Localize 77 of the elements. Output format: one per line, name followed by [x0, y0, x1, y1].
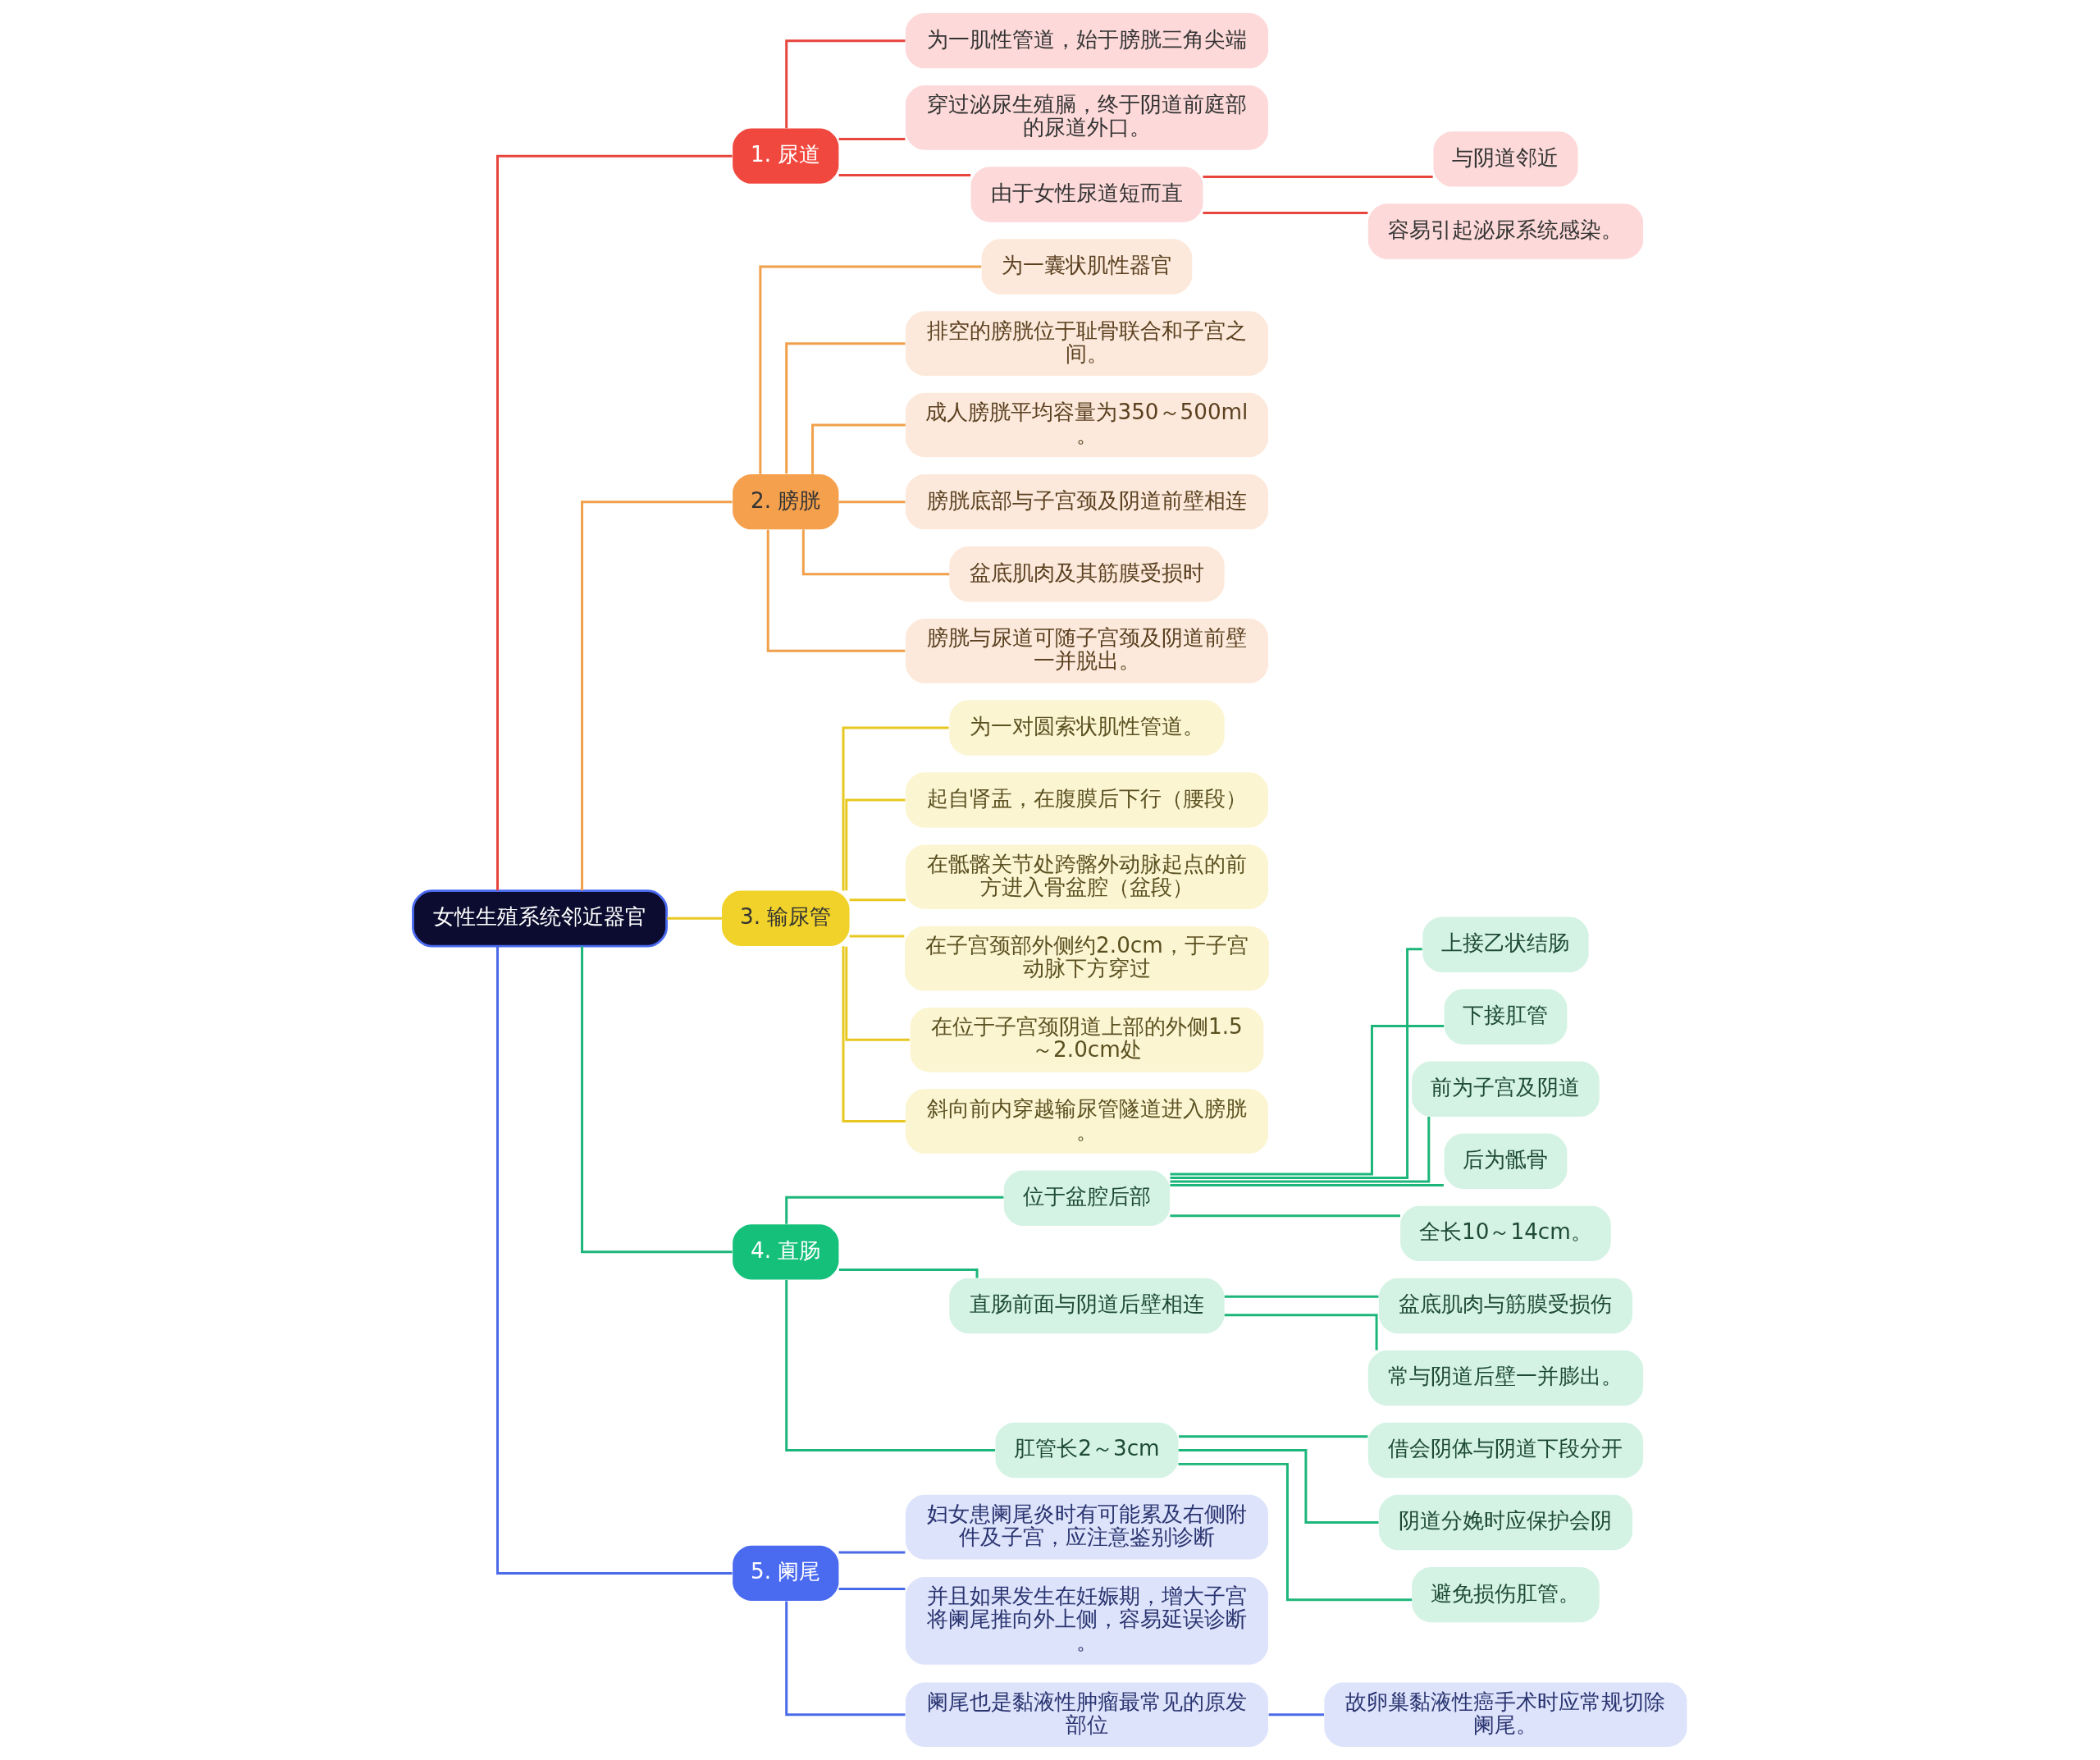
node-box: 斜向前内穿越输尿管隧道进入膀胱。 [905, 1089, 1268, 1154]
node-box: 在骶髂关节处跨髂外动脉起点的前方进入骨盆腔（盆段） [905, 844, 1268, 910]
connector [845, 946, 910, 1041]
node-box: 2. 膀胱 [733, 473, 839, 530]
node-box: 膀胱底部与子宫颈及阴道前壁相连 [905, 473, 1268, 530]
node-box: 并且如果发生在妊娠期，增大子宫将阑尾推向外上侧，容易延误诊断。 [905, 1577, 1268, 1665]
connector [785, 1279, 996, 1451]
node-box: 妇女患阑尾炎时有可能累及右侧附件及子宫，应注意鉴别诊断 [905, 1494, 1268, 1560]
node-box: 后为骶骨 [1444, 1133, 1568, 1190]
connector [838, 1551, 906, 1554]
node-box: 4. 直肠 [733, 1224, 839, 1280]
node-box: 常与阴道后壁一并膨出。 [1367, 1350, 1644, 1406]
connector [1170, 1214, 1400, 1218]
connector [785, 39, 906, 129]
connector [838, 174, 971, 177]
connector [842, 726, 949, 891]
connector [496, 946, 733, 1575]
connector [667, 917, 722, 920]
connector [1224, 1314, 1378, 1351]
node-box: 盆底肌肉及其筋膜受损时 [949, 546, 1225, 602]
connector [496, 154, 733, 891]
node-box: 在子宫颈部外侧约2.0cm，于子宫动脉下方穿过 [904, 926, 1269, 991]
node-box: 前为子宫及阴道 [1412, 1061, 1600, 1117]
node-box: 为一囊状肌性器官 [981, 239, 1193, 295]
node-box: 上接乙状结肠 [1422, 917, 1589, 972]
node-box: 肛管长2～3cm [995, 1422, 1179, 1479]
node-box: 直肠前面与阴道后壁相连 [949, 1278, 1225, 1334]
node-box: 1. 尿道 [733, 128, 839, 184]
node-box: 阑尾也是黏液性肿瘤最常见的原发部位 [905, 1682, 1268, 1748]
connector [785, 342, 906, 474]
connector [785, 1601, 906, 1717]
node-box: 成人膀胱平均容量为350～500ml。 [905, 392, 1268, 458]
connector [1170, 1184, 1444, 1187]
connector [766, 529, 906, 652]
node-box: 5. 阑尾 [733, 1545, 839, 1602]
connector [1179, 1435, 1368, 1438]
connector [849, 935, 905, 938]
connector [581, 946, 733, 1254]
node-box: 在位于子宫颈阴道上部的外侧1.5～2.0cm处 [910, 1008, 1264, 1072]
connector [581, 501, 733, 891]
node-box: 盆底肌肉与筋膜受损伤 [1378, 1278, 1632, 1334]
node-box: 故卵巢黏液性癌手术时应常规切除阑尾。 [1324, 1682, 1687, 1748]
node-box: 起自肾盂，在腹膜后下行（腰段） [905, 772, 1268, 828]
node-box: 女性生殖系统邻近器官 [412, 889, 668, 948]
connector [1224, 1295, 1379, 1298]
connector [838, 1588, 906, 1591]
connector [838, 138, 906, 141]
node-box: 为一肌性管道，始于膀胱三角尖端 [905, 12, 1268, 69]
node-box: 排空的膀胱位于耻骨联合和子宫之间。 [905, 311, 1268, 377]
connector [759, 265, 982, 474]
node-box: 由于女性尿道短而直 [970, 167, 1203, 222]
connector [1268, 1713, 1324, 1717]
connector [849, 898, 906, 902]
connector [1178, 1462, 1413, 1602]
connector [1170, 1024, 1445, 1176]
node-box: 借会阴体与阴道下段分开 [1367, 1422, 1644, 1479]
node-box: 容易引起泌尿系统感染。 [1367, 203, 1644, 259]
connector [1170, 1117, 1431, 1183]
connector [845, 798, 906, 891]
connector [842, 946, 906, 1123]
node-box: 阴道分娩时应保护会阴 [1378, 1494, 1632, 1551]
node-box: 与阴道邻近 [1433, 131, 1578, 187]
connector [1203, 175, 1433, 178]
node-box: 全长10～14cm。 [1400, 1205, 1611, 1262]
node-box: 下接肛管 [1444, 989, 1568, 1045]
node-box: 穿过泌尿生殖膈，终于阴道前庭部的尿道外口。 [905, 85, 1268, 150]
node-box: 膀胱与尿道可随子宫颈及阴道前壁一并脱出。 [905, 619, 1268, 683]
node-box: 位于盆腔后部 [1003, 1170, 1171, 1226]
node-box: 避免损伤肛管。 [1412, 1566, 1600, 1623]
connector [1178, 1449, 1379, 1525]
node-box: 为一对圆索状肌性管道。 [949, 700, 1225, 756]
node-box: 3. 输尿管 [722, 890, 850, 947]
connector [811, 423, 906, 474]
connector [1203, 211, 1368, 214]
connector [1170, 948, 1422, 1180]
connector [801, 529, 950, 576]
connector [838, 501, 906, 504]
